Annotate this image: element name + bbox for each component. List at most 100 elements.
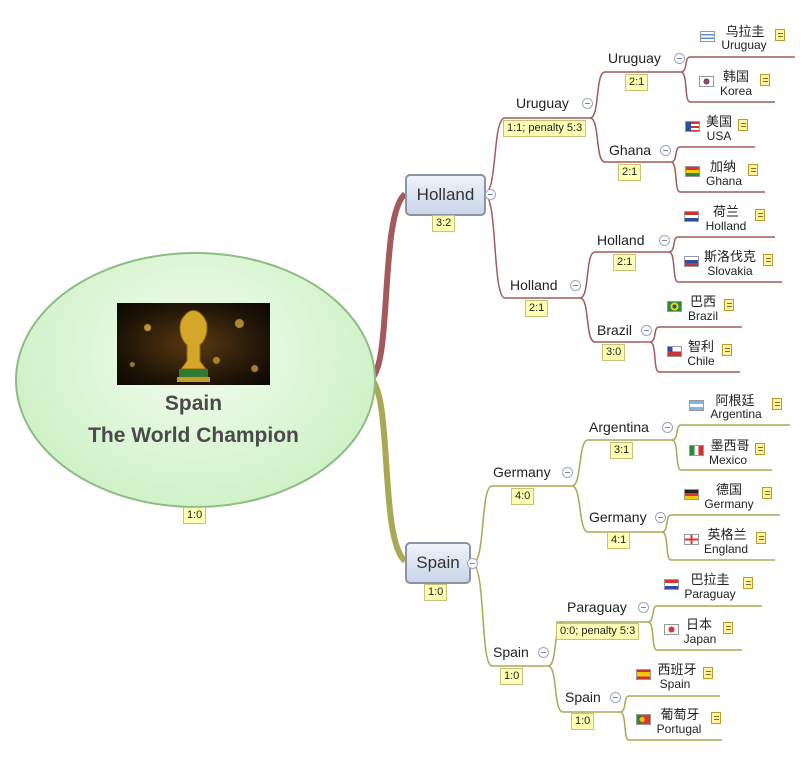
qf-ghana-score: 2:1 — [618, 164, 642, 181]
holland-final-node[interactable]: Holland — [405, 174, 486, 216]
qf-paraguay-node[interactable]: Paraguay — [567, 599, 627, 615]
collapse-icon[interactable] — [655, 512, 666, 523]
qf-uruguay-node[interactable]: Uruguay — [608, 50, 661, 66]
qf-ghana-node[interactable]: Ghana — [609, 142, 652, 158]
leaf-en: Germany — [704, 497, 754, 511]
note-icon[interactable] — [703, 667, 713, 679]
leaf-zh: 智利 — [687, 339, 714, 354]
holland-semi-score: 2:1 — [525, 300, 549, 317]
spain-to-germany-semi — [471, 485, 493, 565]
ghana-flag-icon — [685, 166, 700, 177]
leaf-zh: 加纳 — [709, 159, 736, 174]
leaf-en: Brazil — [687, 309, 718, 323]
collapse-icon[interactable] — [467, 558, 478, 569]
collapse-icon[interactable] — [674, 53, 685, 64]
note-icon[interactable] — [711, 712, 721, 724]
collapse-icon[interactable] — [562, 467, 573, 478]
world-cup-trophy-image — [117, 303, 270, 385]
qf-brazil-score: 3:0 — [602, 344, 626, 361]
holland-to-uruguay-semi — [483, 117, 506, 195]
collapse-icon[interactable] — [659, 235, 670, 246]
paraguay-flag-icon — [664, 579, 679, 590]
spain-flag-icon — [636, 669, 651, 680]
uruguay-flag-icon — [700, 31, 715, 42]
uruguay-semi-to-qf-uruguay — [589, 71, 606, 119]
korea-flag-icon — [699, 76, 714, 87]
holland-flag-icon — [684, 211, 699, 222]
germany-flag-icon — [684, 489, 699, 500]
leaf-en: Spain — [659, 677, 691, 691]
leaf-zh: 韩国 — [722, 69, 749, 84]
slovakia-flag-icon — [684, 256, 699, 267]
spain-to-spain-semi — [471, 563, 493, 667]
collapse-icon[interactable] — [570, 280, 581, 291]
portugal-flag-icon — [636, 714, 651, 725]
leaf-zh: 斯洛伐克 — [703, 249, 756, 264]
note-icon[interactable] — [743, 577, 753, 589]
leaf-en: USA — [706, 129, 732, 143]
note-icon[interactable] — [756, 532, 766, 544]
qf-holland-node[interactable]: Holland — [597, 232, 645, 248]
germany-semi-node[interactable]: Germany — [493, 464, 551, 480]
qf-brazil-node[interactable]: Brazil — [597, 322, 633, 338]
note-icon[interactable] — [755, 209, 765, 221]
collapse-icon[interactable] — [662, 422, 673, 433]
holland-semi-node[interactable]: Holland — [510, 277, 558, 293]
leaf-en: England — [703, 542, 749, 556]
usa-flag-icon — [685, 121, 700, 132]
leaf-zh: 日本 — [685, 617, 712, 632]
uruguay-semi-to-qf-ghana — [589, 117, 606, 163]
root-to-spain-branch — [369, 377, 408, 564]
holland-final-score: 3:2 — [432, 215, 456, 232]
leaf-en: Chile — [687, 354, 715, 368]
note-icon[interactable] — [748, 164, 758, 176]
note-icon[interactable] — [723, 622, 733, 634]
note-icon[interactable] — [772, 398, 782, 410]
uruguay-semi-node[interactable]: Uruguay — [516, 95, 569, 111]
collapse-icon[interactable] — [641, 325, 652, 336]
note-icon[interactable] — [738, 119, 748, 131]
chile-flag-icon — [667, 346, 682, 357]
collapse-icon[interactable] — [582, 98, 593, 109]
collapse-icon[interactable] — [610, 692, 621, 703]
collapse-icon[interactable] — [538, 647, 549, 658]
uruguay-semi-score: 1:1; penalty 5:3 — [503, 120, 587, 137]
germany-semi-score: 4:0 — [511, 488, 535, 505]
qf-germany-score: 4:1 — [607, 532, 631, 549]
collapse-icon[interactable] — [638, 602, 649, 613]
leaf-en: Paraguay — [684, 587, 736, 601]
leaf-zh: 西班牙 — [657, 662, 697, 677]
spain-final-node[interactable]: Spain — [405, 542, 471, 584]
qf-spain-node[interactable]: Spain — [565, 689, 601, 705]
collapse-icon[interactable] — [485, 189, 496, 200]
spain-final-score: 1:0 — [424, 584, 448, 601]
root-to-holland-branch — [369, 191, 408, 381]
note-icon[interactable] — [724, 299, 734, 311]
qf-argentina-score: 3:1 — [610, 442, 634, 459]
collapse-icon[interactable] — [660, 145, 671, 156]
mexico-flag-icon — [689, 445, 704, 456]
japan-flag-icon — [664, 624, 679, 635]
leaf-en: Korea — [719, 84, 753, 98]
qf-argentina-node[interactable]: Argentina — [589, 419, 649, 435]
qf-spain-score: 1:0 — [571, 713, 595, 730]
root-title-line2: The World Champion — [88, 424, 299, 447]
spain-semi-node[interactable]: Spain — [493, 644, 529, 660]
qf-germany-node[interactable]: Germany — [589, 509, 647, 525]
note-icon[interactable] — [755, 443, 765, 455]
note-icon[interactable] — [763, 254, 773, 266]
spain-semi-score: 1:0 — [500, 668, 524, 685]
note-icon[interactable] — [722, 344, 732, 356]
leaf-en: Uruguay — [721, 38, 767, 52]
note-icon[interactable] — [762, 487, 772, 499]
note-icon[interactable] — [775, 29, 785, 41]
note-icon[interactable] — [760, 74, 770, 86]
leaf-zh: 巴西 — [689, 294, 716, 309]
argentina-flag-icon — [689, 400, 704, 411]
leaf-en: Holland — [705, 219, 747, 233]
qf-paraguay-score: 0:0; penalty 5:3 — [556, 623, 640, 640]
leaf-en: Argentina — [710, 407, 762, 421]
holland-semi-to-qf-holland — [579, 251, 596, 299]
leaf-zh: 阿根廷 — [715, 393, 755, 408]
